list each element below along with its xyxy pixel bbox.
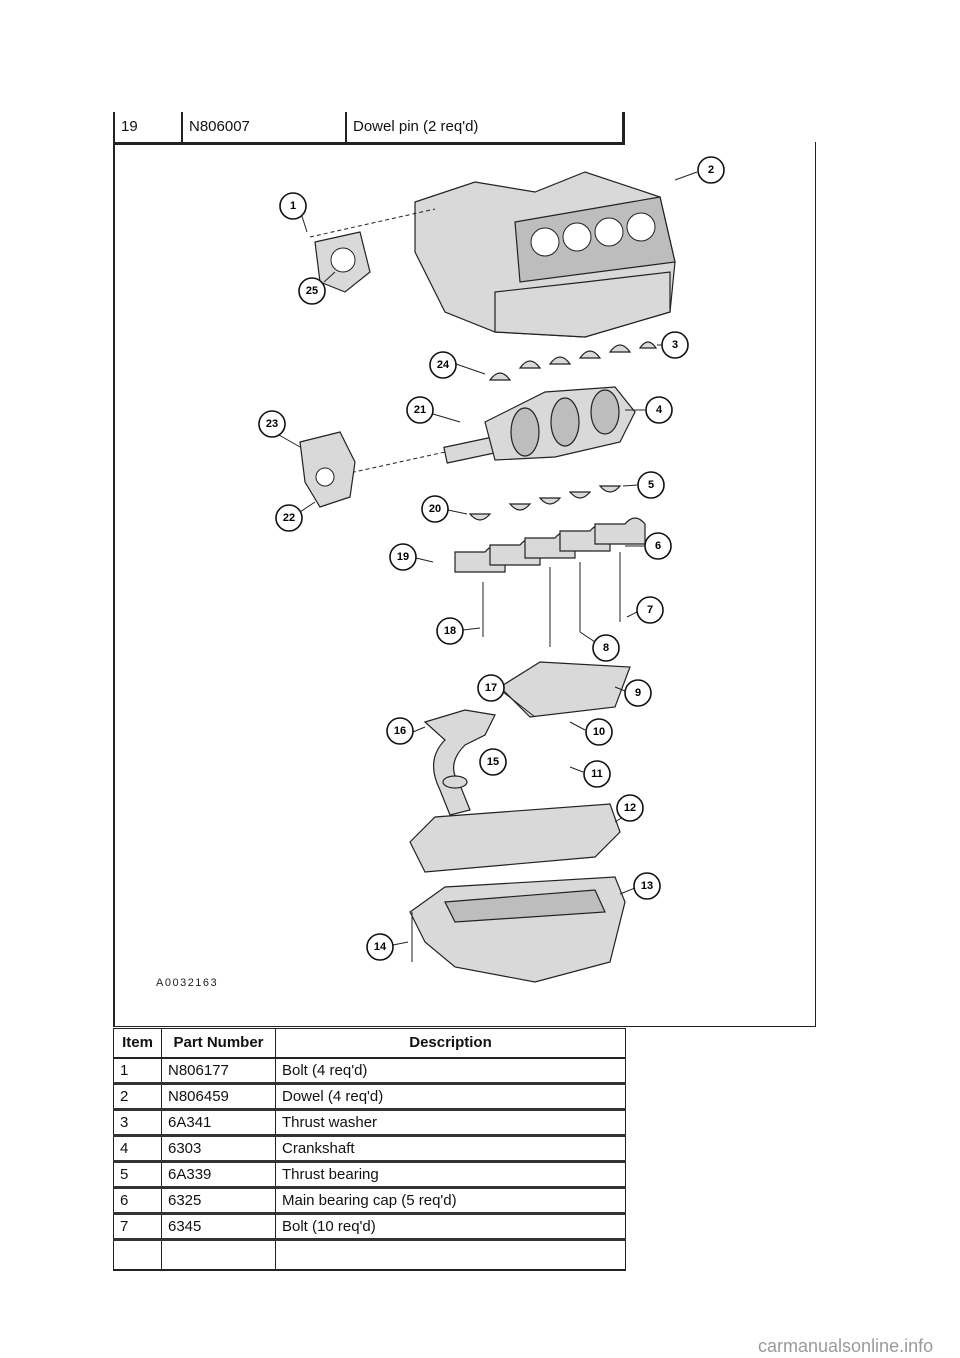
callout-16: 16 [394,725,406,737]
callout-12: 12 [624,802,636,814]
cell-part-number: 6325 [161,1187,276,1215]
crankshaft [443,386,636,464]
cell-part-number: N806177 [161,1057,276,1085]
callout-9: 9 [635,687,641,699]
cell-empty [275,1239,626,1270]
header-item: Item [113,1028,162,1058]
callout-11: 11 [591,768,603,780]
cell-item: 2 [113,1083,162,1111]
cell-item: 3 [113,1109,162,1137]
table-row: 3 6A341 Thrust washer [113,1109,626,1137]
main-bearing-caps [454,517,646,573]
table-row: 6 6325 Main bearing cap (5 req'd) [113,1187,626,1215]
callout-22: 22 [283,512,295,524]
cell-description: Thrust washer [275,1109,626,1137]
oil-pump [299,431,356,508]
row-item: 19 [113,112,181,142]
callout-13: 13 [641,880,653,892]
continued-table-row: 19 N806007 Dowel pin (2 req'd) [113,112,625,145]
engine-block-exploded-diagram: 1 2 3 4 5 6 7 8 9 10 11 12 13 1 [113,142,816,1027]
upper-bearings [488,341,658,381]
cell-description: Bolt (4 req'd) [275,1057,626,1085]
cell-item: 7 [113,1213,162,1241]
windage-tray [499,661,631,718]
table-row: 5 6A339 Thrust bearing [113,1161,626,1189]
callout-4: 4 [656,404,663,416]
cell-description: Dowel (4 req'd) [275,1083,626,1111]
callout-24: 24 [437,359,450,371]
table-row: 1 N806177 Bolt (4 req'd) [113,1057,626,1085]
callout-7: 7 [647,604,653,616]
table-row-empty [113,1239,626,1270]
cell-description: Main bearing cap (5 req'd) [275,1187,626,1215]
callout-labels: 1 2 3 4 5 6 7 8 9 10 11 12 13 1 [258,156,725,961]
callout-3: 3 [672,339,678,351]
cell-item: 1 [113,1057,162,1085]
callout-14: 14 [374,941,387,953]
cell-part-number: 6303 [161,1135,276,1163]
cell-part-number: 6A339 [161,1161,276,1189]
cell-item: 6 [113,1187,162,1215]
cell-item: 4 [113,1135,162,1163]
table-row: 4 6303 Crankshaft [113,1135,626,1163]
cell-empty [161,1239,276,1270]
oil-pickup-tube [423,709,496,816]
watermark: carmanualsonline.info [758,1336,934,1356]
cylinder-block [414,171,676,338]
callout-8: 8 [603,642,609,654]
cell-part-number: N806459 [161,1083,276,1111]
cell-part-number: 6A341 [161,1109,276,1137]
cell-description: Crankshaft [275,1135,626,1163]
callout-6: 6 [655,540,661,552]
cap-bolts [482,552,621,647]
callout-25: 25 [306,285,318,297]
callout-17: 17 [485,682,497,694]
lower-bearings [468,485,622,521]
callout-18: 18 [444,625,456,637]
oil-pan-gasket [409,803,621,873]
callout-19: 19 [397,551,409,563]
parts-table: Item Part Number Description 1 N806177 B… [113,1028,626,1271]
figure-code: A0032163 [156,977,219,989]
header-description: Description [275,1028,626,1058]
cell-part-number: 6345 [161,1213,276,1241]
table-row: 7 6345 Bolt (10 req'd) [113,1213,626,1241]
cell-empty [113,1239,162,1270]
table-header-row: Item Part Number Description [113,1028,626,1058]
row-description: Dowel pin (2 req'd) [345,112,625,142]
callout-2: 2 [708,164,714,176]
header-part-number: Part Number [161,1028,276,1058]
cell-item: 5 [113,1161,162,1189]
callout-23: 23 [266,418,278,430]
callout-10: 10 [593,726,605,738]
callout-1: 1 [290,200,296,212]
exploded-view-drawing: 1 2 3 4 5 6 7 8 9 10 11 12 13 1 [258,156,725,983]
callout-21: 21 [414,404,426,416]
table-row: 2 N806459 Dowel (4 req'd) [113,1083,626,1111]
oil-pan [409,876,626,983]
cell-description: Bolt (10 req'd) [275,1213,626,1241]
callout-5: 5 [648,479,654,491]
callout-15: 15 [487,756,499,768]
water-pump [314,231,371,293]
row-part-number: N806007 [181,112,345,142]
cell-description: Thrust bearing [275,1161,626,1189]
callout-20: 20 [429,503,441,515]
